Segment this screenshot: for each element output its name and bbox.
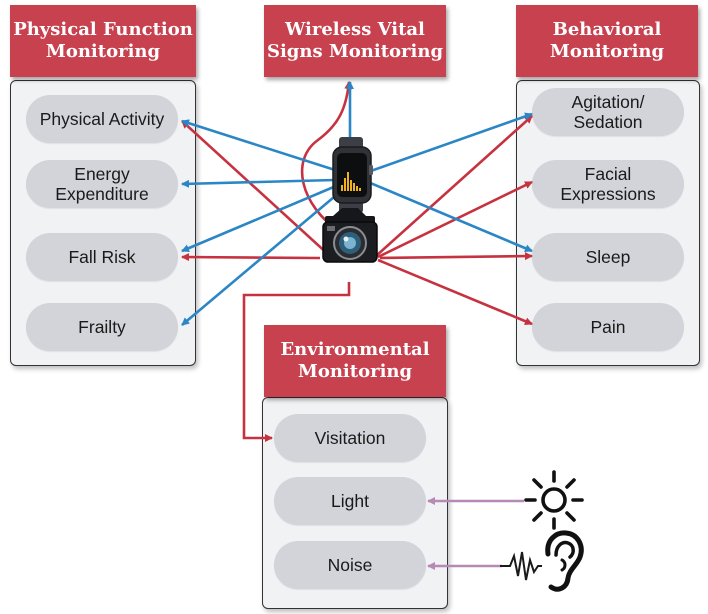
smartwatch-icon xyxy=(332,137,373,213)
header-behavioral: Behavioral Monitoring xyxy=(516,5,698,77)
arrow-watch-agitation xyxy=(367,112,533,174)
header-environmental-label: Environmental Monitoring xyxy=(280,339,430,382)
item-facial-expressions-label: Facial Expressions xyxy=(560,164,656,204)
arrow-watch-energy-expenditure xyxy=(181,178,336,188)
item-agitation-sedation: Agitation/ Sedation xyxy=(532,88,684,136)
item-pain-label: Pain xyxy=(590,317,626,337)
sound-wave-icon xyxy=(500,551,542,581)
header-wireless-vital-signs: Wireless Vital Signs Monitoring xyxy=(264,5,446,77)
item-agitation-sedation-label: Agitation/ Sedation xyxy=(571,92,645,132)
arrow-camera-physical-activity xyxy=(181,120,331,257)
arrow-watch-sleep xyxy=(367,180,533,253)
arrow-watch-fall-risk xyxy=(181,184,337,253)
header-wireless-vital-signs-label: Wireless Vital Signs Monitoring xyxy=(266,19,444,62)
item-frailty: Frailty xyxy=(26,303,178,351)
item-sleep: Sleep xyxy=(532,233,684,281)
arrow-camera-vital-signs xyxy=(300,81,353,234)
item-noise-label: Noise xyxy=(327,555,373,575)
item-facial-expressions: Facial Expressions xyxy=(532,160,684,208)
arrow-camera-agitation xyxy=(375,115,533,257)
item-energy-expenditure: Energy Expenditure xyxy=(26,160,178,208)
item-pain: Pain xyxy=(532,303,684,351)
arrow-camera-facial-expressions xyxy=(377,180,533,259)
item-noise: Noise xyxy=(274,541,426,589)
header-physical-function-label: Physical Function Monitoring xyxy=(13,19,193,62)
arrow-camera-sleep xyxy=(379,252,533,261)
arrow-camera-fall-risk xyxy=(181,253,321,262)
item-fall-risk: Fall Risk xyxy=(26,233,178,281)
header-behavioral-label: Behavioral Monitoring xyxy=(549,19,665,62)
item-physical-activity-label: Physical Activity xyxy=(39,109,165,129)
item-light-label: Light xyxy=(331,491,369,511)
item-visitation-label: Visitation xyxy=(314,428,386,448)
item-physical-activity: Physical Activity xyxy=(26,95,178,143)
ear-icon xyxy=(545,530,584,592)
header-physical-function: Physical Function Monitoring xyxy=(10,5,196,77)
item-sleep-label: Sleep xyxy=(585,247,631,267)
arrow-watch-frailty xyxy=(181,191,341,326)
header-environmental: Environmental Monitoring xyxy=(264,325,446,397)
arrow-camera-pain xyxy=(377,258,533,326)
item-light: Light xyxy=(274,477,426,525)
camera-icon xyxy=(322,208,378,263)
item-fall-risk-label: Fall Risk xyxy=(68,247,136,267)
item-energy-expenditure-label: Energy Expenditure xyxy=(55,164,149,204)
sun-icon xyxy=(524,470,584,530)
arrow-watch-physical-activity xyxy=(181,119,336,172)
item-frailty-label: Frailty xyxy=(78,317,126,337)
item-visitation: Visitation xyxy=(274,414,426,462)
